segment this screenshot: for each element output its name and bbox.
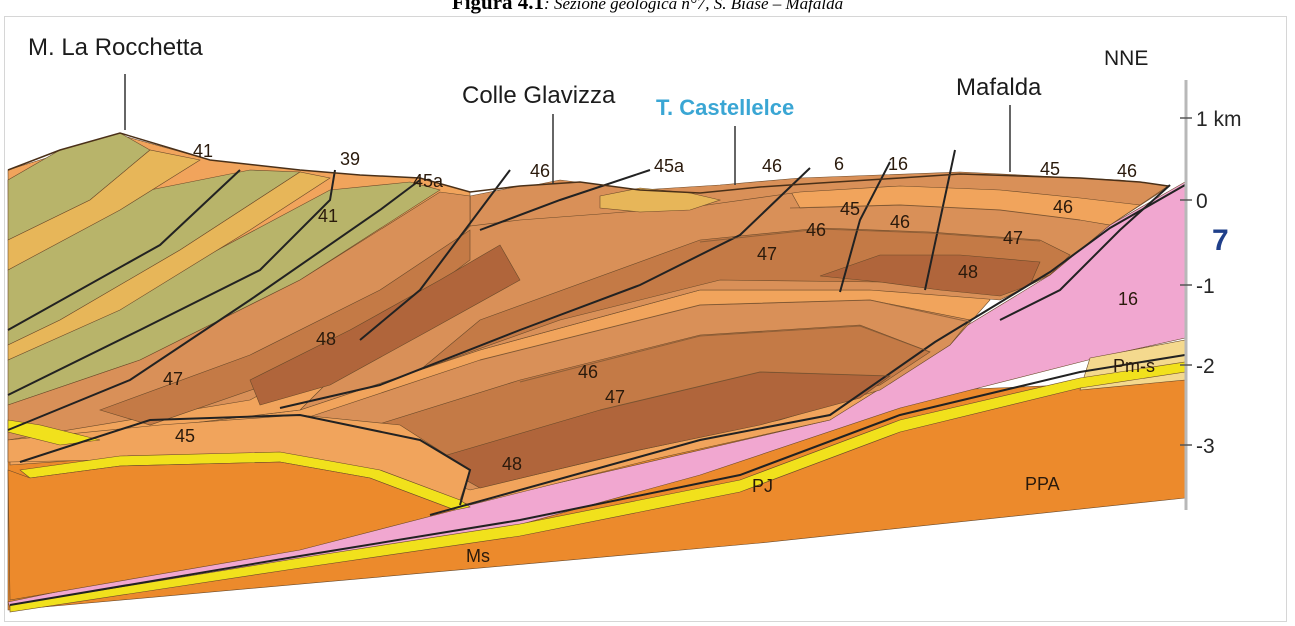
unit-label: 45a (654, 156, 685, 176)
unit-label: 39 (340, 149, 360, 169)
unit-label: 48 (958, 262, 978, 282)
scale-label-2: -2 (1196, 355, 1215, 378)
label-m-la-rocchetta: M. La Rocchetta (28, 34, 203, 61)
unit-label: 47 (1003, 228, 1023, 248)
unit-label: 46 (1053, 197, 1073, 217)
label-nne: NNE (1104, 47, 1148, 70)
unit-label: 47 (757, 244, 777, 264)
unit-label: 6 (834, 154, 844, 174)
unit-label: 16 (1118, 289, 1138, 309)
unit-label: 41 (318, 206, 338, 226)
depth-scale: 1 km 0 -1 -2 -3 (1180, 80, 1242, 510)
unit-label: 45 (840, 199, 860, 219)
unit-label: 46 (578, 362, 598, 382)
label-mafalda: Mafalda (956, 74, 1042, 101)
unit-label: PPA (1025, 474, 1060, 494)
unit-label: 46 (762, 156, 782, 176)
unit-label: 16 (888, 154, 908, 174)
unit-label: 46 (806, 220, 826, 240)
scale-label-0: 0 (1196, 190, 1208, 213)
label-colle-glavizza: Colle Glavizza (462, 82, 616, 109)
unit-label: 45 (175, 426, 195, 446)
section-number: 7 (1212, 224, 1229, 257)
scale-label-1: -1 (1196, 275, 1215, 298)
unit-label: 46 (530, 161, 550, 181)
scale-label-3: -3 (1196, 435, 1215, 458)
unit-label: Ms (466, 546, 490, 566)
unit-label: 46 (1117, 161, 1137, 181)
unit-label: 45a (413, 171, 444, 191)
label-t-castellelce: T. Castellelce (656, 95, 794, 120)
unit-label: Pm-s (1113, 356, 1155, 376)
unit-label: 45 (1040, 159, 1060, 179)
scale-label-top: 1 km (1196, 108, 1242, 131)
unit-label: 47 (163, 369, 183, 389)
unit-label: 48 (502, 454, 522, 474)
unit-label: PJ (752, 476, 773, 496)
unit-label: 48 (316, 329, 336, 349)
unit-label: 46 (890, 212, 910, 232)
unit-label: 41 (193, 141, 213, 161)
unit-label: 47 (605, 387, 625, 407)
